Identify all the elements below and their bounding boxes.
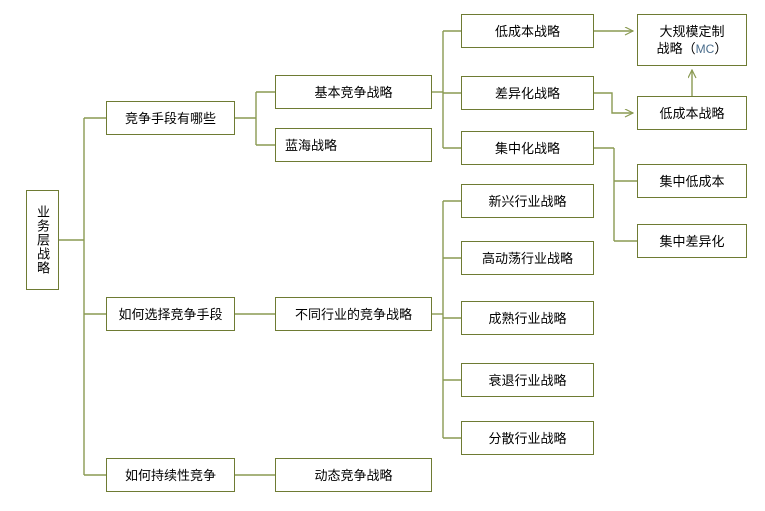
node-fragmented-industry-strategy[interactable]: 分散行业战略 bbox=[461, 421, 594, 455]
node-mass-customization-strategy[interactable]: 大规模定制战略（MC） bbox=[637, 14, 747, 66]
node-focused-differentiation[interactable]: 集中差异化 bbox=[637, 224, 747, 258]
node-basic-competitive-strategy[interactable]: 基本竞争战略 bbox=[275, 75, 432, 109]
node-differentiation-strategy[interactable]: 差异化战略 bbox=[461, 76, 594, 110]
node-declining-industry-strategy[interactable]: 衰退行业战略 bbox=[461, 363, 594, 397]
mc-line2-suffix: ） bbox=[714, 40, 728, 56]
node-blue-ocean-strategy[interactable]: 蓝海战略 bbox=[275, 128, 432, 162]
mc-line2-prefix: 战略（ bbox=[656, 40, 696, 56]
node-competitive-means[interactable]: 竞争手段有哪些 bbox=[106, 101, 235, 135]
node-root[interactable]: 业务层战略 bbox=[26, 190, 59, 290]
node-mature-industry-strategy[interactable]: 成熟行业战略 bbox=[461, 301, 594, 335]
mc-line1: 大规模定制 bbox=[659, 23, 725, 39]
node-low-cost-strategy-right[interactable]: 低成本战略 bbox=[637, 96, 747, 130]
node-low-cost-strategy[interactable]: 低成本战略 bbox=[461, 14, 594, 48]
node-dynamic-competitive-strategy[interactable]: 动态竞争战略 bbox=[275, 458, 432, 492]
edge-diff-lowcost2 bbox=[594, 92, 633, 113]
node-industry-competitive-strategies[interactable]: 不同行业的竞争战略 bbox=[275, 297, 432, 331]
node-focus-strategy[interactable]: 集中化战略 bbox=[461, 131, 594, 165]
mc-accent-label: MC bbox=[695, 41, 715, 56]
node-emerging-industry-strategy[interactable]: 新兴行业战略 bbox=[461, 184, 594, 218]
mass-customization-label: 大规模定制战略（MC） bbox=[657, 23, 728, 58]
node-how-to-choose-means[interactable]: 如何选择竞争手段 bbox=[106, 297, 235, 331]
node-turbulent-industry-strategy[interactable]: 高动荡行业战略 bbox=[461, 241, 594, 275]
node-focused-low-cost[interactable]: 集中低成本 bbox=[637, 164, 747, 198]
node-how-to-sustain-competition[interactable]: 如何持续性竞争 bbox=[106, 458, 235, 492]
